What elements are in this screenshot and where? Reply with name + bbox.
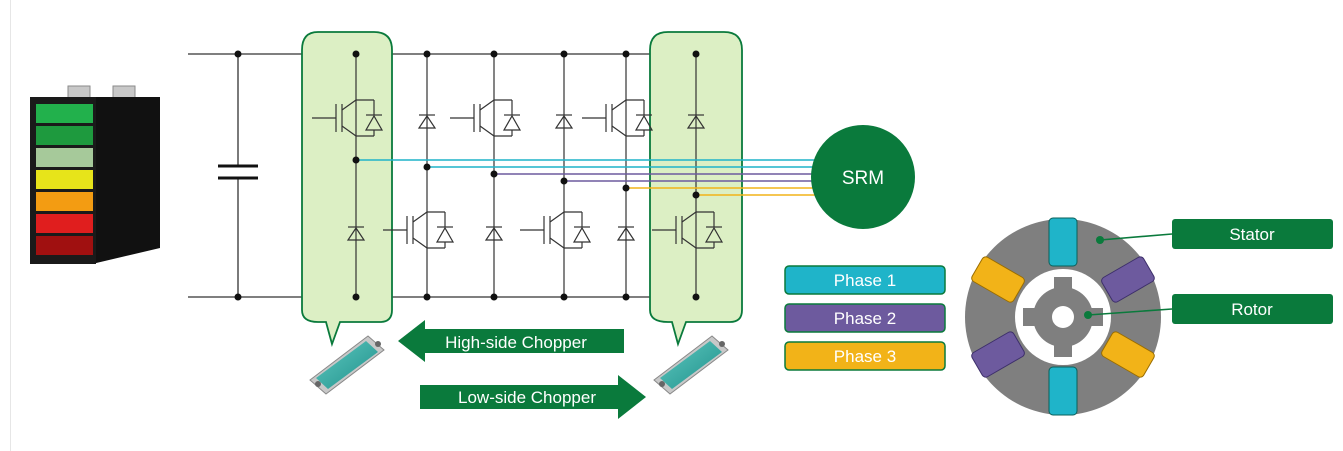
- stator-pole-phase-3: [1101, 331, 1155, 378]
- left-border: [10, 0, 11, 451]
- rotor-label: Rotor: [1231, 300, 1273, 319]
- leg-wiring: [355, 54, 697, 297]
- stator-pole-phase-2: [1101, 256, 1155, 303]
- high-side-chopper-label: High-side Chopper: [445, 333, 587, 352]
- phase-wires: [356, 159, 815, 196]
- stator-pole-phase-1: [1048, 366, 1078, 416]
- igbt-icon: [652, 211, 724, 249]
- diode-icon: [616, 226, 636, 241]
- igbt-icon: [582, 99, 654, 137]
- diode-icon: [484, 226, 504, 241]
- igbt-icon: [383, 211, 455, 249]
- rotor-shape: [1023, 277, 1103, 357]
- stator-pole-phase-3: [971, 256, 1025, 303]
- high-side-chopper-arrow: High-side Chopper: [398, 320, 624, 362]
- stator-pole-phase-2: [971, 331, 1025, 378]
- phase-3-legend: Phase 3: [784, 341, 946, 371]
- svg-text:Phase 2: Phase 2: [834, 309, 896, 328]
- power-module-icon: [309, 335, 385, 395]
- diode-icon: [686, 114, 706, 129]
- power-module-icon: [653, 335, 729, 395]
- battery-icon: [30, 85, 160, 264]
- diode-icon: [346, 226, 366, 241]
- stator-pole-phase-1: [1048, 217, 1078, 267]
- svg-text:Phase 3: Phase 3: [834, 347, 896, 366]
- low-side-chopper-arrow: Low-side Chopper: [420, 375, 646, 419]
- igbt-icon: [312, 99, 384, 137]
- diode-icon: [554, 114, 574, 129]
- stator-label-box: Stator: [1172, 219, 1333, 249]
- capacitor-icon: [218, 164, 258, 180]
- phase-1-legend: Phase 1: [784, 265, 946, 295]
- high-side-highlight: [301, 31, 393, 347]
- phase-legend: Phase 1 Phase 2 Phase 3: [784, 265, 946, 371]
- svg-text:Phase 1: Phase 1: [834, 271, 896, 290]
- phase-2-legend: Phase 2: [784, 303, 946, 333]
- junction-dots: [234, 50, 700, 301]
- stator-label: Stator: [1229, 225, 1275, 244]
- srm-motor: SRM: [811, 125, 915, 229]
- igbt-icon: [520, 211, 592, 249]
- low-side-chopper-label: Low-side Chopper: [458, 388, 596, 407]
- srm-label: SRM: [842, 168, 884, 189]
- igbt-icon: [450, 99, 522, 137]
- srm-cross-section: [965, 217, 1173, 416]
- diode-icon: [417, 114, 437, 129]
- dc-bus: [188, 53, 696, 298]
- rotor-label-box: Rotor: [1172, 294, 1333, 324]
